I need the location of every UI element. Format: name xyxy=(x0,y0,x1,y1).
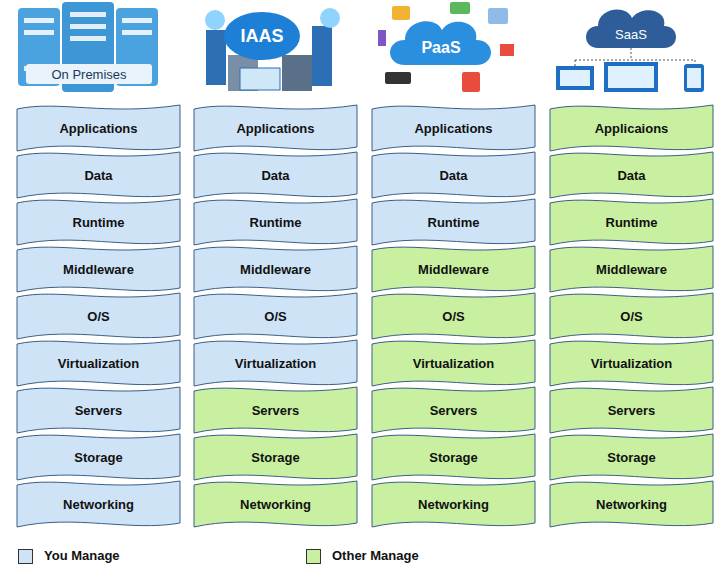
layer-band: Data xyxy=(550,150,713,200)
saas-illustration xyxy=(556,10,704,92)
layer-band: Virtualization xyxy=(372,338,535,388)
iaas-illustration xyxy=(205,8,340,91)
layer-band: Storage xyxy=(550,432,713,482)
layer-band: Servers xyxy=(17,385,180,435)
layer-band: Servers xyxy=(194,385,357,435)
layer-label: O/S xyxy=(550,291,713,341)
layer-band: Networking xyxy=(550,479,713,529)
layer-band: O/S xyxy=(550,291,713,341)
layer-band: Middleware xyxy=(194,244,357,294)
layer-band: Applications xyxy=(17,103,180,153)
layer-band: Runtime xyxy=(372,197,535,247)
layer-band: Networking xyxy=(17,479,180,529)
layer-label: Applications xyxy=(17,103,180,153)
model-label: IAAS xyxy=(240,26,283,47)
model-label: SaaS xyxy=(615,27,647,42)
layer-label: Middleware xyxy=(194,244,357,294)
layer-band: Data xyxy=(17,150,180,200)
layer-band: Middleware xyxy=(17,244,180,294)
layer-band: Applications xyxy=(194,103,357,153)
layer-label: Storage xyxy=(17,432,180,482)
layer-band: Applications xyxy=(372,103,535,153)
layer-label: Runtime xyxy=(550,197,713,247)
layer-label: O/S xyxy=(194,291,357,341)
layer-band: O/S xyxy=(194,291,357,341)
layer-label: O/S xyxy=(372,291,535,341)
layer-label: Middleware xyxy=(372,244,535,294)
layer-label: Data xyxy=(372,150,535,200)
server-icon xyxy=(18,2,158,92)
layer-label: Virtualization xyxy=(372,338,535,388)
layer-band: Storage xyxy=(372,432,535,482)
layer-label: Networking xyxy=(550,479,713,529)
legend-swatch xyxy=(306,549,321,564)
layer-label: Middleware xyxy=(17,244,180,294)
layer-label: Storage xyxy=(372,432,535,482)
layer-band: O/S xyxy=(17,291,180,341)
legend-swatch xyxy=(18,549,33,564)
legend-label: You Manage xyxy=(44,548,120,563)
layer-label: Virtualization xyxy=(17,338,180,388)
layer-band: Data xyxy=(194,150,357,200)
layer-label: O/S xyxy=(17,291,180,341)
layer-label: Middleware xyxy=(550,244,713,294)
layer-band: Runtime xyxy=(17,197,180,247)
layer-label: Runtime xyxy=(372,197,535,247)
layer-band: Runtime xyxy=(194,197,357,247)
layer-label: Servers xyxy=(194,385,357,435)
layer-band: Virtualization xyxy=(17,338,180,388)
layer-label: Virtualization xyxy=(550,338,713,388)
layer-label: Storage xyxy=(194,432,357,482)
layer-label: Networking xyxy=(372,479,535,529)
layer-band: Storage xyxy=(17,432,180,482)
model-label: On Premises xyxy=(51,67,126,82)
layer-label: Servers xyxy=(372,385,535,435)
layer-label: Data xyxy=(17,150,180,200)
layer-band: Servers xyxy=(550,385,713,435)
layer-label: Applicaions xyxy=(550,103,713,153)
model-label: PaaS xyxy=(421,39,460,57)
layer-band: O/S xyxy=(372,291,535,341)
paas-illustration xyxy=(378,2,514,92)
layer-band: Middleware xyxy=(550,244,713,294)
layer-label: Servers xyxy=(550,385,713,435)
layer-label: Applications xyxy=(372,103,535,153)
layer-label: Data xyxy=(194,150,357,200)
layer-label: Storage xyxy=(550,432,713,482)
layer-band: Applicaions xyxy=(550,103,713,153)
layer-label: Runtime xyxy=(194,197,357,247)
layer-band: Servers xyxy=(372,385,535,435)
layer-band: Networking xyxy=(194,479,357,529)
layer-label: Networking xyxy=(194,479,357,529)
layer-band: Runtime xyxy=(550,197,713,247)
layer-band: Networking xyxy=(372,479,535,529)
layer-label: Virtualization xyxy=(194,338,357,388)
layer-band: Middleware xyxy=(372,244,535,294)
layer-label: Data xyxy=(550,150,713,200)
layer-label: Applications xyxy=(194,103,357,153)
legend-label: Other Manage xyxy=(332,548,419,563)
layer-label: Runtime xyxy=(17,197,180,247)
layer-band: Virtualization xyxy=(550,338,713,388)
layer-label: Servers xyxy=(17,385,180,435)
layer-band: Virtualization xyxy=(194,338,357,388)
layer-band: Data xyxy=(372,150,535,200)
layer-band: Storage xyxy=(194,432,357,482)
layer-label: Networking xyxy=(17,479,180,529)
